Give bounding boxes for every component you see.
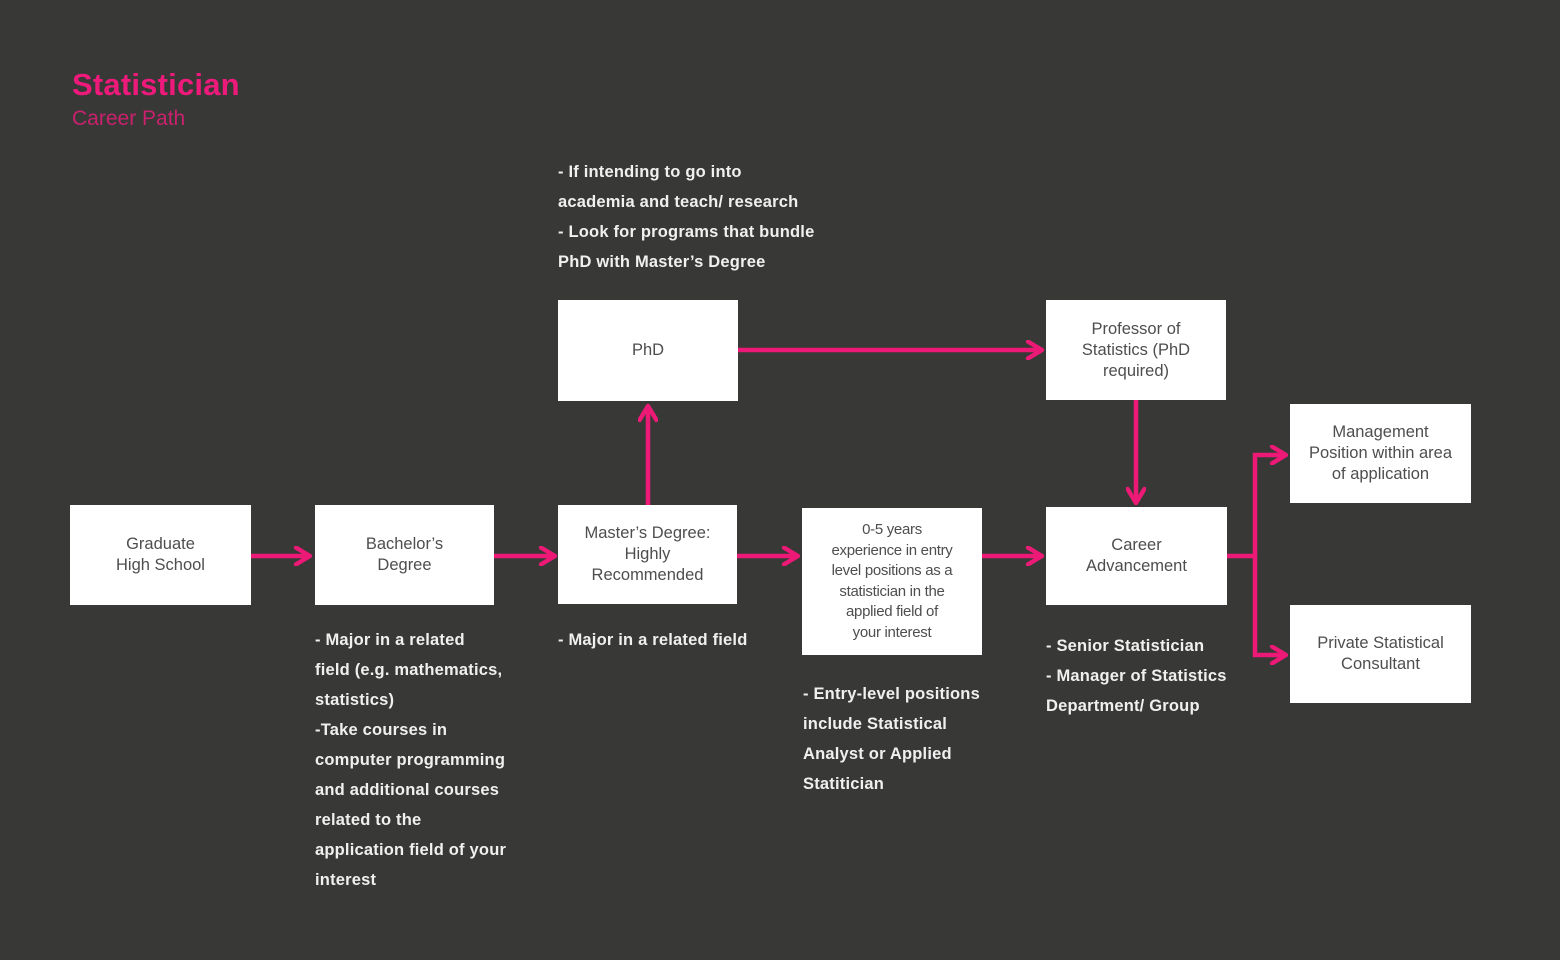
- page-subtitle: Career Path: [72, 107, 186, 130]
- note-bachelors-advice: - Major in a related field (e.g. mathema…: [315, 631, 507, 889]
- node-label: Graduate High School: [116, 535, 205, 574]
- note-entry-level-advice: - Entry-level positions include Statisti…: [803, 685, 980, 793]
- node-label: Professor of Statistics (PhD required): [1081, 319, 1191, 380]
- node-management-position: Management Position within area of appli…: [1290, 404, 1471, 503]
- node-professor-of-statistics: Professor of Statistics (PhD required): [1046, 300, 1226, 400]
- node-entry-level-experience: 0-5 years experience in entry level posi…: [802, 508, 982, 655]
- note-career-advancement-advice: - Senior Statistician - Manager of Stati…: [1046, 637, 1227, 715]
- node-label: Management Position within area of appli…: [1308, 423, 1453, 483]
- page-title: Statistician: [72, 67, 240, 102]
- header: Statistician Career Path: [72, 66, 240, 132]
- note-phd-advice: - If intending to go into academia and t…: [558, 163, 815, 271]
- node-private-statistical-consultant: Private Statistical Consultant: [1290, 605, 1471, 703]
- node-bachelors-degree: Bachelor’s Degree: [315, 505, 494, 605]
- node-label: Master’s Degree: Highly Recommended: [584, 524, 711, 584]
- node-graduate-high-school: Graduate High School: [70, 505, 251, 605]
- note-masters-advice: - Major in a related field: [558, 631, 748, 649]
- node-label: PhD: [631, 341, 665, 359]
- node-phd: PhD: [558, 300, 738, 401]
- node-label: Private Statistical Consultant: [1317, 634, 1444, 673]
- node-career-advancement: Career Advancement: [1046, 507, 1227, 605]
- arrow-career-to-management: [1226, 455, 1284, 559]
- node-label: 0-5 years experience in entry level posi…: [831, 521, 953, 641]
- node-masters-degree: Master’s Degree: Highly Recommended: [558, 505, 737, 604]
- node-label: Career Advancement: [1086, 536, 1187, 575]
- node-label: Bachelor’s Degree: [365, 535, 444, 574]
